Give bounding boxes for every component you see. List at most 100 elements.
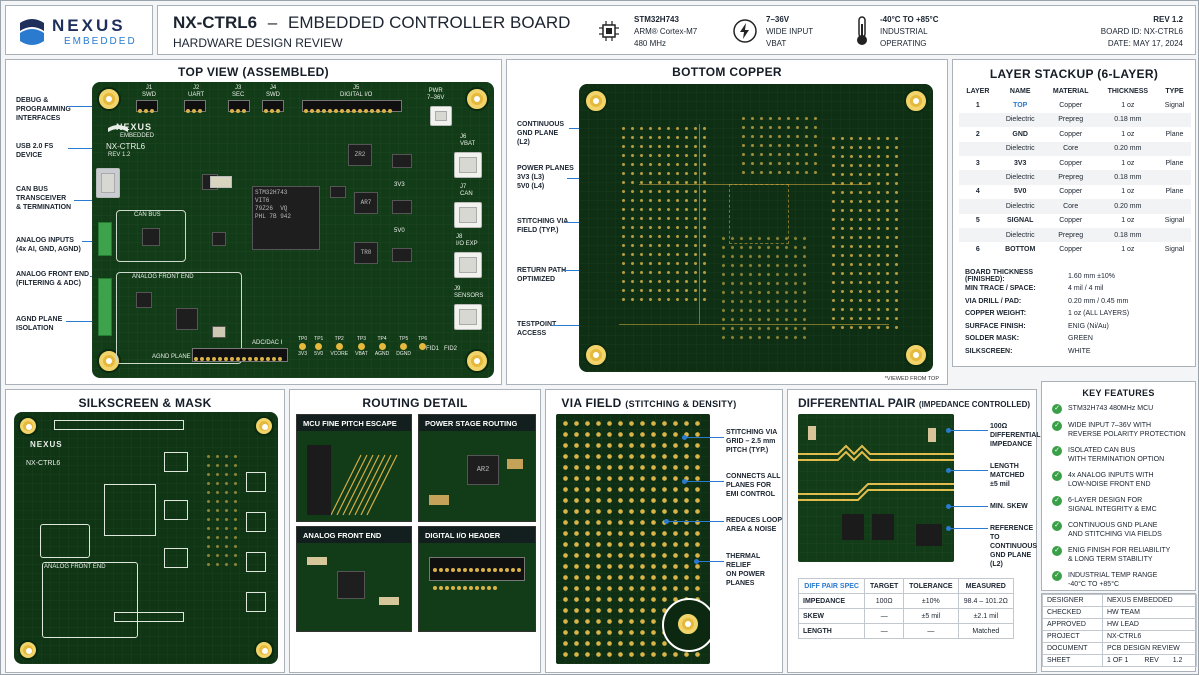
chip-icon: [599, 21, 619, 41]
stackup-cell: 1 oz: [1097, 184, 1158, 200]
stackup-cell: GND: [996, 127, 1044, 142]
diff-spec-cell: SKEW: [797, 608, 866, 624]
j9-connector: [454, 304, 482, 330]
callout-diff-skew: MIN. SKEW: [990, 503, 1028, 510]
callout-debug: DEBUG & PROGRAMMING INTERFACES: [16, 97, 71, 122]
title-block-value: HW LEAD: [1102, 618, 1197, 631]
j8-label: J8 I/O EXP: [456, 234, 478, 247]
stackup-cell: SIGNAL: [996, 213, 1044, 228]
stackup-cell: [959, 227, 997, 243]
check-icon: ✓: [1052, 521, 1062, 531]
board-spec-row: MIN TRACE / SPACE:4 mil / 4 mil: [965, 283, 1191, 296]
stackup-cell: TOP: [996, 98, 1044, 113]
board-spec-value: 1.60 mm ±10%: [1068, 272, 1116, 280]
nexus-logo-icon: [20, 19, 44, 45]
feature-item: ✓ WIDE INPUT 7–36V WITH REVERSE POLARITY …: [1052, 421, 1192, 439]
usb-connector: [96, 168, 120, 198]
title-block-label: PROJECT: [1042, 630, 1103, 643]
stackup-cell: [959, 170, 997, 185]
lightning-icon: [733, 19, 757, 43]
j7-connector: [454, 202, 482, 228]
page-subtitle: HARDWARE DESIGN REVIEW: [173, 36, 343, 50]
routing-power-stage: POWER STAGE ROUTING AR2: [418, 414, 536, 522]
feature-item: ✓4x ANALOG INPUTS WITH LOW-NOISE FRONT E…: [1052, 471, 1192, 489]
header-logo-box: NEXUS EMBEDDED: [5, 5, 153, 55]
board-spec-value: 0.20 mm / 0.45 mm: [1068, 297, 1129, 305]
callout-stitching: STITCHING VIA FIELD (TYP.): [517, 218, 569, 234]
stackup-col-layer: LAYER: [966, 87, 990, 95]
stackup-cell: 1 oz: [1097, 98, 1158, 113]
power-range: 7–36V: [766, 15, 790, 24]
j8-connector: [454, 252, 482, 278]
silkscreen-panel: SILKSCREEN & MASK NEXUS NX-CTRL6 ANALOG …: [5, 389, 285, 673]
testpoint-net: DGND: [396, 351, 412, 357]
board-spec-label: COPPER WEIGHT:: [965, 310, 1027, 318]
check-icon: ✓: [1052, 421, 1062, 431]
diff-spec-cell: Matched: [957, 623, 1015, 639]
diff-spec-table: DIFF PAIR SPEC TARGET TOLERANCE MEASURED…: [797, 578, 1015, 639]
title-block-value: NEXUS EMBEDDED: [1102, 594, 1197, 607]
callout-via-planes: CONNECTS ALL PLANES FOR EMI CONTROL: [726, 473, 781, 498]
callout-can: CAN BUS TRANSCEIVER & TERMINATION: [16, 186, 72, 211]
pwr-connector: [430, 106, 452, 126]
testpoint-label: TP5: [399, 336, 409, 342]
title-block-label: DOCUMENT: [1042, 642, 1103, 655]
date-label: DATE: MAY 17, 2024: [1107, 39, 1183, 48]
page-title: NX-CTRL6 – EMBEDDED CONTROLLER BOARD: [173, 13, 570, 33]
temp-range: -40°C TO +85°C: [880, 15, 939, 24]
diff-pair-pcb: [798, 414, 954, 562]
diff-spec-cell: —: [903, 623, 959, 639]
feature-text: CONTINUOUS GND PLANE AND STITCHING VIA F…: [1068, 522, 1162, 538]
silk-logo: NEXUS: [30, 440, 63, 449]
diff-title-main: DIFFERENTIAL PAIR: [798, 396, 916, 410]
check-icon: ✓: [1052, 496, 1062, 506]
board-spec-row: SURFACE FINISH:ENIG (Ni/Au): [965, 320, 1191, 333]
stackup-cell: Signal: [1157, 213, 1191, 228]
stackup-cell: BOTTOM: [996, 242, 1044, 257]
testpoint-label: TP2: [334, 336, 344, 342]
diff-spec-cell: IMPEDANCE: [797, 593, 866, 609]
viewed-from-top-note: *VIEWED FROM TOP: [884, 376, 939, 382]
check-icon: ✓: [1052, 471, 1062, 481]
testpoint-net: VBAT: [355, 351, 368, 357]
callout-analog-inputs: ANALOG INPUTS (4x AI, GND, AGND): [16, 237, 81, 253]
callout-testpoint: TESTPOINT ACCESS: [517, 321, 557, 337]
stackup-cell: 3: [959, 155, 997, 171]
feature-text: WIDE INPUT 7–36V WITH REVERSE POLARITY P…: [1068, 422, 1186, 438]
ar2-inductor: AR2: [467, 455, 499, 485]
stackup-title: LAYER STACKUP (6-LAYER): [989, 67, 1159, 81]
sheet-label: SHEET: [1042, 654, 1103, 667]
testpoint-label: TP1: [314, 336, 324, 342]
callout-agnd: AGND PLANE ISOLATION: [16, 316, 63, 332]
stackup-cell: 3V3: [996, 155, 1044, 171]
top-view-title: TOP VIEW (ASSEMBLED): [178, 65, 329, 79]
stackup-cell: 1 oz: [1097, 127, 1158, 142]
stackup-cell: Dielectric: [996, 227, 1044, 243]
stackup-cell: [1157, 141, 1191, 156]
fid1-label: FID1: [426, 346, 440, 352]
temp-label: OPERATING: [880, 39, 927, 48]
diff-col-measured: MEASURED: [957, 578, 1015, 594]
power-type: WIDE INPUT: [766, 27, 814, 36]
key-features-panel: KEY FEATURES ✓STM32H743 480MHz MCU✓WIDE …: [1041, 381, 1196, 591]
stackup-cell: 0.20 mm: [1097, 199, 1158, 214]
sheet-values: 1 OF 1 REV 1.2: [1102, 654, 1197, 667]
stackup-cell: Core: [1043, 141, 1098, 156]
j5-header: [302, 100, 402, 113]
board-id: BOARD ID: NX-CTRL6: [1100, 27, 1183, 36]
testpoint-net: AGND: [374, 351, 390, 357]
features-list: ✓STM32H743 480MHz MCU✓WIDE INPUT 7–36V W…: [1052, 404, 1192, 596]
stackup-cell: 5: [959, 213, 997, 228]
stackup-cell: [959, 141, 997, 156]
testpoint-label: TP4: [377, 336, 387, 342]
routing-mcu-label: MCU FINE PITCH ESCAPE: [297, 415, 411, 431]
